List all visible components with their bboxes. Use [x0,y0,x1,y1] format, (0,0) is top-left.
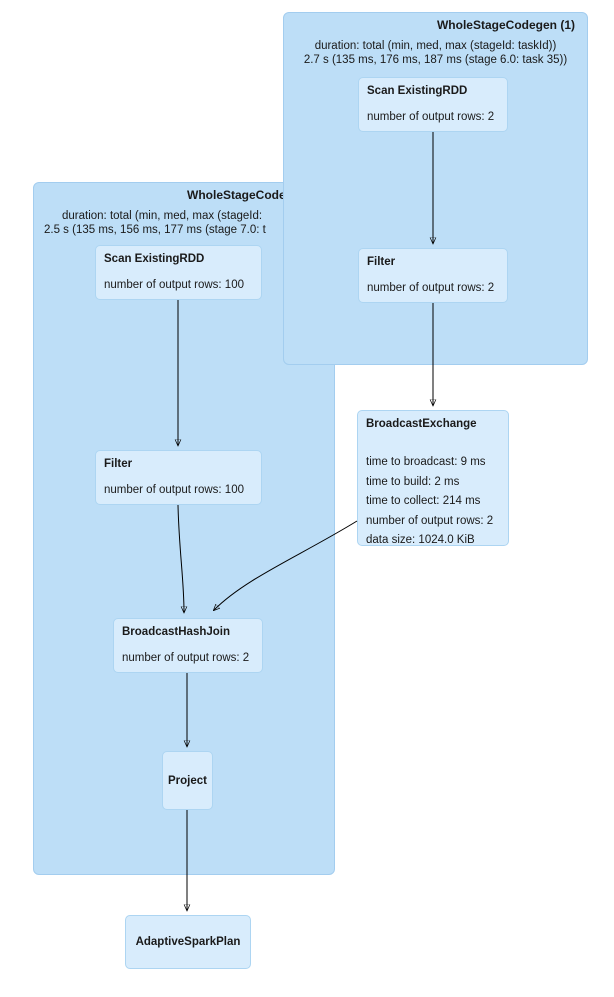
node-metric: time to build: 2 ms [366,475,460,488]
node-broadcasthashjoin[interactable]: BroadcastHashJoin number of output rows:… [113,618,263,673]
node-title: BroadcastExchange [366,418,477,430]
node-metric: time to collect: 214 ms [366,495,481,507]
node-scan-existingrdd-2[interactable]: Scan ExistingRDD number of output rows: … [95,245,262,300]
node-metric: number of output rows: 2 [122,652,250,664]
node-metric: number of output rows: 100 [104,484,244,496]
node-title: BroadcastHashJoin [122,626,231,638]
node-metric: number of output rows: 100 [104,279,244,291]
cluster-label: WholeStageCode [187,188,286,202]
cluster-duration-line1: duration: total (min, med, max (stageId: [62,210,263,222]
node-title: Scan ExistingRDD [367,85,468,97]
node-filter-2[interactable]: Filter number of output rows: 100 [95,450,262,505]
cluster-label: WholeStageCodegen (1) [436,18,575,32]
cluster-wholestagecodegen-1: WholeStageCodegen (1) duration: total (m… [283,12,588,365]
node-title: AdaptiveSparkPlan [135,936,241,948]
node-metric: number of output rows: 2 [367,282,495,294]
node-title: Project [168,774,207,787]
node-metric: number of output rows: 2 [366,514,494,527]
node-metric: number of output rows: 2 [367,111,495,123]
node-filter-1[interactable]: Filter number of output rows: 2 [358,248,508,303]
node-title: Filter [367,256,396,268]
node-broadcastexchange[interactable]: BroadcastExchange time to broadcast: 9 m… [357,410,509,546]
node-scan-existingrdd-1[interactable]: Scan ExistingRDD number of output rows: … [358,77,508,132]
cluster-duration-line2: 2.5 s (135 ms, 156 ms, 177 ms (stage 7.0… [44,224,266,236]
node-project[interactable]: Project [162,751,213,810]
cluster-duration-line1: duration: total (min, med, max (stageId:… [314,40,557,52]
node-title: Scan ExistingRDD [104,253,205,265]
node-metric: time to broadcast: 9 ms [366,456,486,468]
node-adaptivesparkplan[interactable]: AdaptiveSparkPlan [125,915,251,969]
cluster-duration-line2: 2.7 s (135 ms, 176 ms, 187 ms (stage 6.0… [303,54,568,66]
node-metric: data size: 1024.0 KiB [366,534,475,546]
node-metrics: time to broadcast: 9 ms time to build: 2… [366,453,493,551]
node-title: Filter [104,458,133,470]
